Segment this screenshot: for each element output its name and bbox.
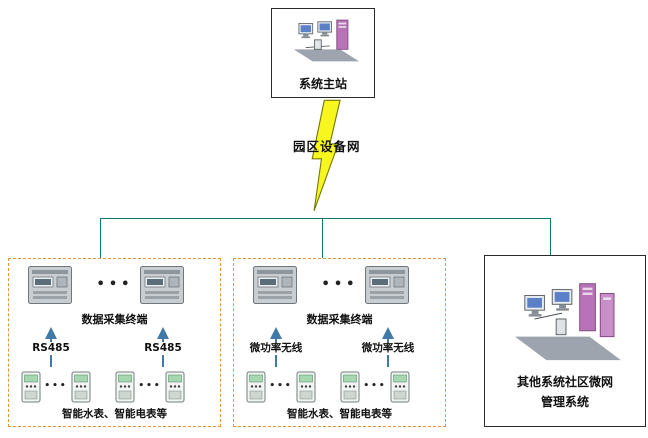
ellipsis-meters: ••• [269,381,293,391]
link-label-left: RS485 [9,342,93,355]
master-station-label: 系统主站 [298,77,347,91]
cluster-box-wireless: ••• 数据采集终端 微功率无线 微功率无线 ••• ••• 智能水表、智能电表… [233,258,446,427]
smart-meter-icon [246,371,266,403]
workstation-cluster-icon [280,13,366,65]
data-collection-terminal-icon [252,265,298,305]
drop-line-left [100,218,101,258]
meters-label: 智能水表、智能电表等 [62,408,167,420]
smart-meter-icon [296,371,316,403]
bus-line [100,218,550,219]
smart-meter-icon [340,371,360,403]
ellipsis-meters: ••• [44,381,68,391]
data-collection-terminal-icon [27,265,73,305]
ellipsis-terminals: ••• [321,277,359,292]
smart-meter-icon [21,371,41,403]
ellipsis-terminals: ••• [96,277,134,292]
master-station-box: 系统主站 [271,8,375,98]
other-system-label-line2: 管理系统 [540,395,589,409]
network-label: 园区设备网 [293,139,361,154]
data-collection-terminal-icon [139,265,185,305]
data-collection-terminal-icon [364,265,410,305]
ellipsis-meters: ••• [138,381,162,391]
lightning-bolt-icon [302,96,354,216]
drop-line-middle [322,218,323,258]
smart-meter-icon [71,371,91,403]
link-label-right: RS485 [121,342,205,355]
meters-label: 智能水表、智能电表等 [287,408,392,420]
drop-line-right [550,218,551,255]
link-label-left: 微功率无线 [234,342,318,355]
cluster-box-rs485: ••• 数据采集终端 RS485 RS485 ••• ••• 智能水表、智能电表… [8,258,221,427]
workstation-cluster-large-icon [501,270,629,368]
link-label-right: 微功率无线 [346,342,430,355]
terminal-label: 数据采集终端 [306,313,373,326]
other-system-label-line1: 其他系统社区微网 [516,375,613,389]
other-system-box: 其他系统社区微网 管理系统 [484,255,646,427]
other-system-label: 其他系统社区微网 管理系统 [485,372,645,412]
smart-meter-icon [115,371,135,403]
terminal-label: 数据采集终端 [81,313,148,326]
ellipsis-meters: ••• [363,381,387,391]
smart-meter-icon [165,371,185,403]
smart-meter-icon [390,371,410,403]
